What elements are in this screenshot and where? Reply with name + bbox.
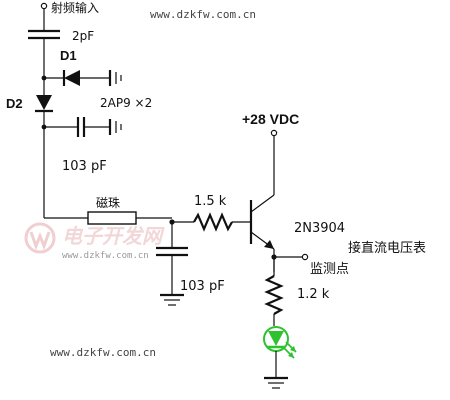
ferrite-bead	[87, 211, 172, 225]
diode-d1	[41, 70, 122, 86]
resistor-2-label: 1.2 k	[297, 287, 330, 302]
watermark-url-bottom: www.dzkfw.com.cn	[50, 346, 156, 359]
diode-d1-label: D1	[60, 48, 77, 63]
test-point-terminal	[301, 253, 309, 261]
bead-label: 磁珠	[96, 195, 120, 210]
transistor-label: 2N3904	[294, 221, 345, 236]
cap-2pf-label: 2pF	[72, 29, 94, 43]
cap-103pf-bottom-label: 103 pF	[180, 279, 225, 294]
watermark: 电子开发网 www.dzkfw.com.cn	[24, 222, 165, 261]
capacitor-103pf-top	[41, 117, 122, 137]
voltmeter-label: 接直流电压表	[348, 240, 426, 256]
capacitor-103pf-bottom	[156, 222, 188, 306]
watermark-brand: 电子开发网	[62, 224, 165, 248]
ground-symbol	[264, 351, 288, 389]
rf-input-terminal	[40, 2, 48, 10]
transistor-2n3904	[249, 136, 275, 272]
supply-label: +28 VDC	[242, 111, 299, 127]
rf-input-label: 射频输入	[51, 0, 99, 15]
cap-103pf-top-label: 103 pF	[62, 159, 107, 174]
watermark-brand-url: www.dzkfw.com.cn	[62, 251, 149, 261]
diode-d2	[35, 95, 53, 218]
diode-part-label: 2AP9 ×2	[100, 96, 152, 110]
resistor-1-label: 1.5 k	[194, 194, 227, 209]
logo-icon	[24, 222, 56, 254]
supply-terminal	[270, 129, 278, 137]
watermark-url-top: www.dzkfw.com.cn	[150, 8, 256, 21]
led-icon	[263, 326, 297, 359]
diode-d2-label: D2	[6, 96, 23, 111]
capacitor-2pf	[28, 9, 60, 95]
resistor-1-2k	[264, 257, 284, 326]
test-point-label: 监测点	[310, 262, 349, 277]
resistor-1-5k	[172, 212, 250, 232]
